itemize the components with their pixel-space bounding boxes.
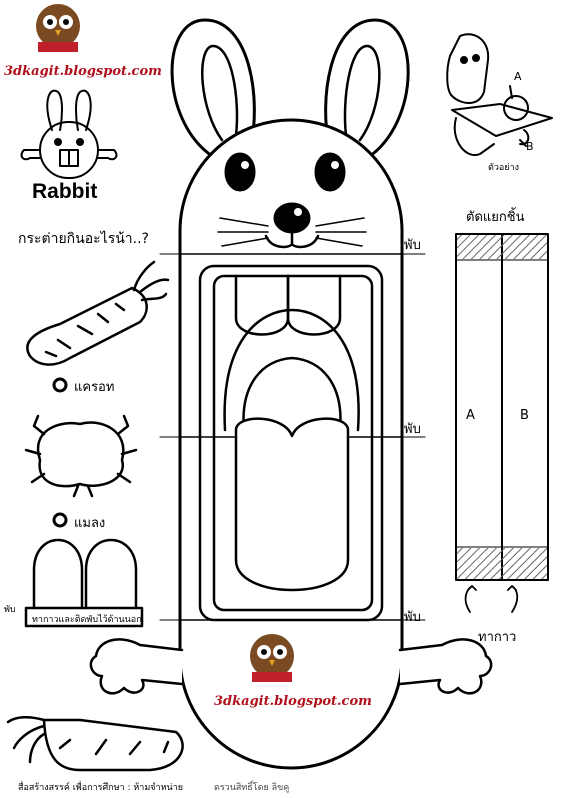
fold-label-bottom: พับ xyxy=(404,610,421,625)
option-insect-label: แมลง xyxy=(74,516,106,531)
strip-b-label: B xyxy=(520,408,529,423)
cut-apart-title: ตัดแยกชิ้น xyxy=(466,210,525,225)
fold-label-top: พับ xyxy=(404,238,421,253)
left-ear xyxy=(170,18,256,158)
blog-url-top[interactable]: 3dkagit.blogspot.com xyxy=(4,64,162,79)
small-rabbit-title: Rabbit xyxy=(32,180,98,203)
question-text: กระต่ายกินอะไรน้า..? xyxy=(18,231,149,247)
example-a-label: A xyxy=(514,70,522,83)
owl-logo-bottom xyxy=(250,634,294,682)
example-b-label: B xyxy=(526,140,534,153)
example-label: ตัวอย่าง xyxy=(488,163,520,173)
teeth-glue-note: ทากาวและติดพับไว้ด้านนอก xyxy=(32,615,142,625)
left-arm xyxy=(89,638,184,695)
strip-a-label: A xyxy=(466,408,475,423)
owl-logo-top xyxy=(36,4,80,52)
fold-label-middle: พับ xyxy=(404,422,421,437)
option-carrot-label: แครอท xyxy=(74,380,115,395)
teeth-fold-label: พับ xyxy=(4,605,16,615)
right-ear xyxy=(324,18,410,158)
footer-text: สื่อสร้างสรรค์ เพื่อการศึกษา : ห้ามจำหน่… xyxy=(18,783,184,793)
blog-url-bottom[interactable]: 3dkagit.blogspot.com xyxy=(214,694,372,709)
glue-label: ทากาว xyxy=(478,630,517,645)
right-arm xyxy=(398,638,493,695)
footer-credit: ดรวนสิทธิ์โดย ลิขคู xyxy=(214,783,290,793)
